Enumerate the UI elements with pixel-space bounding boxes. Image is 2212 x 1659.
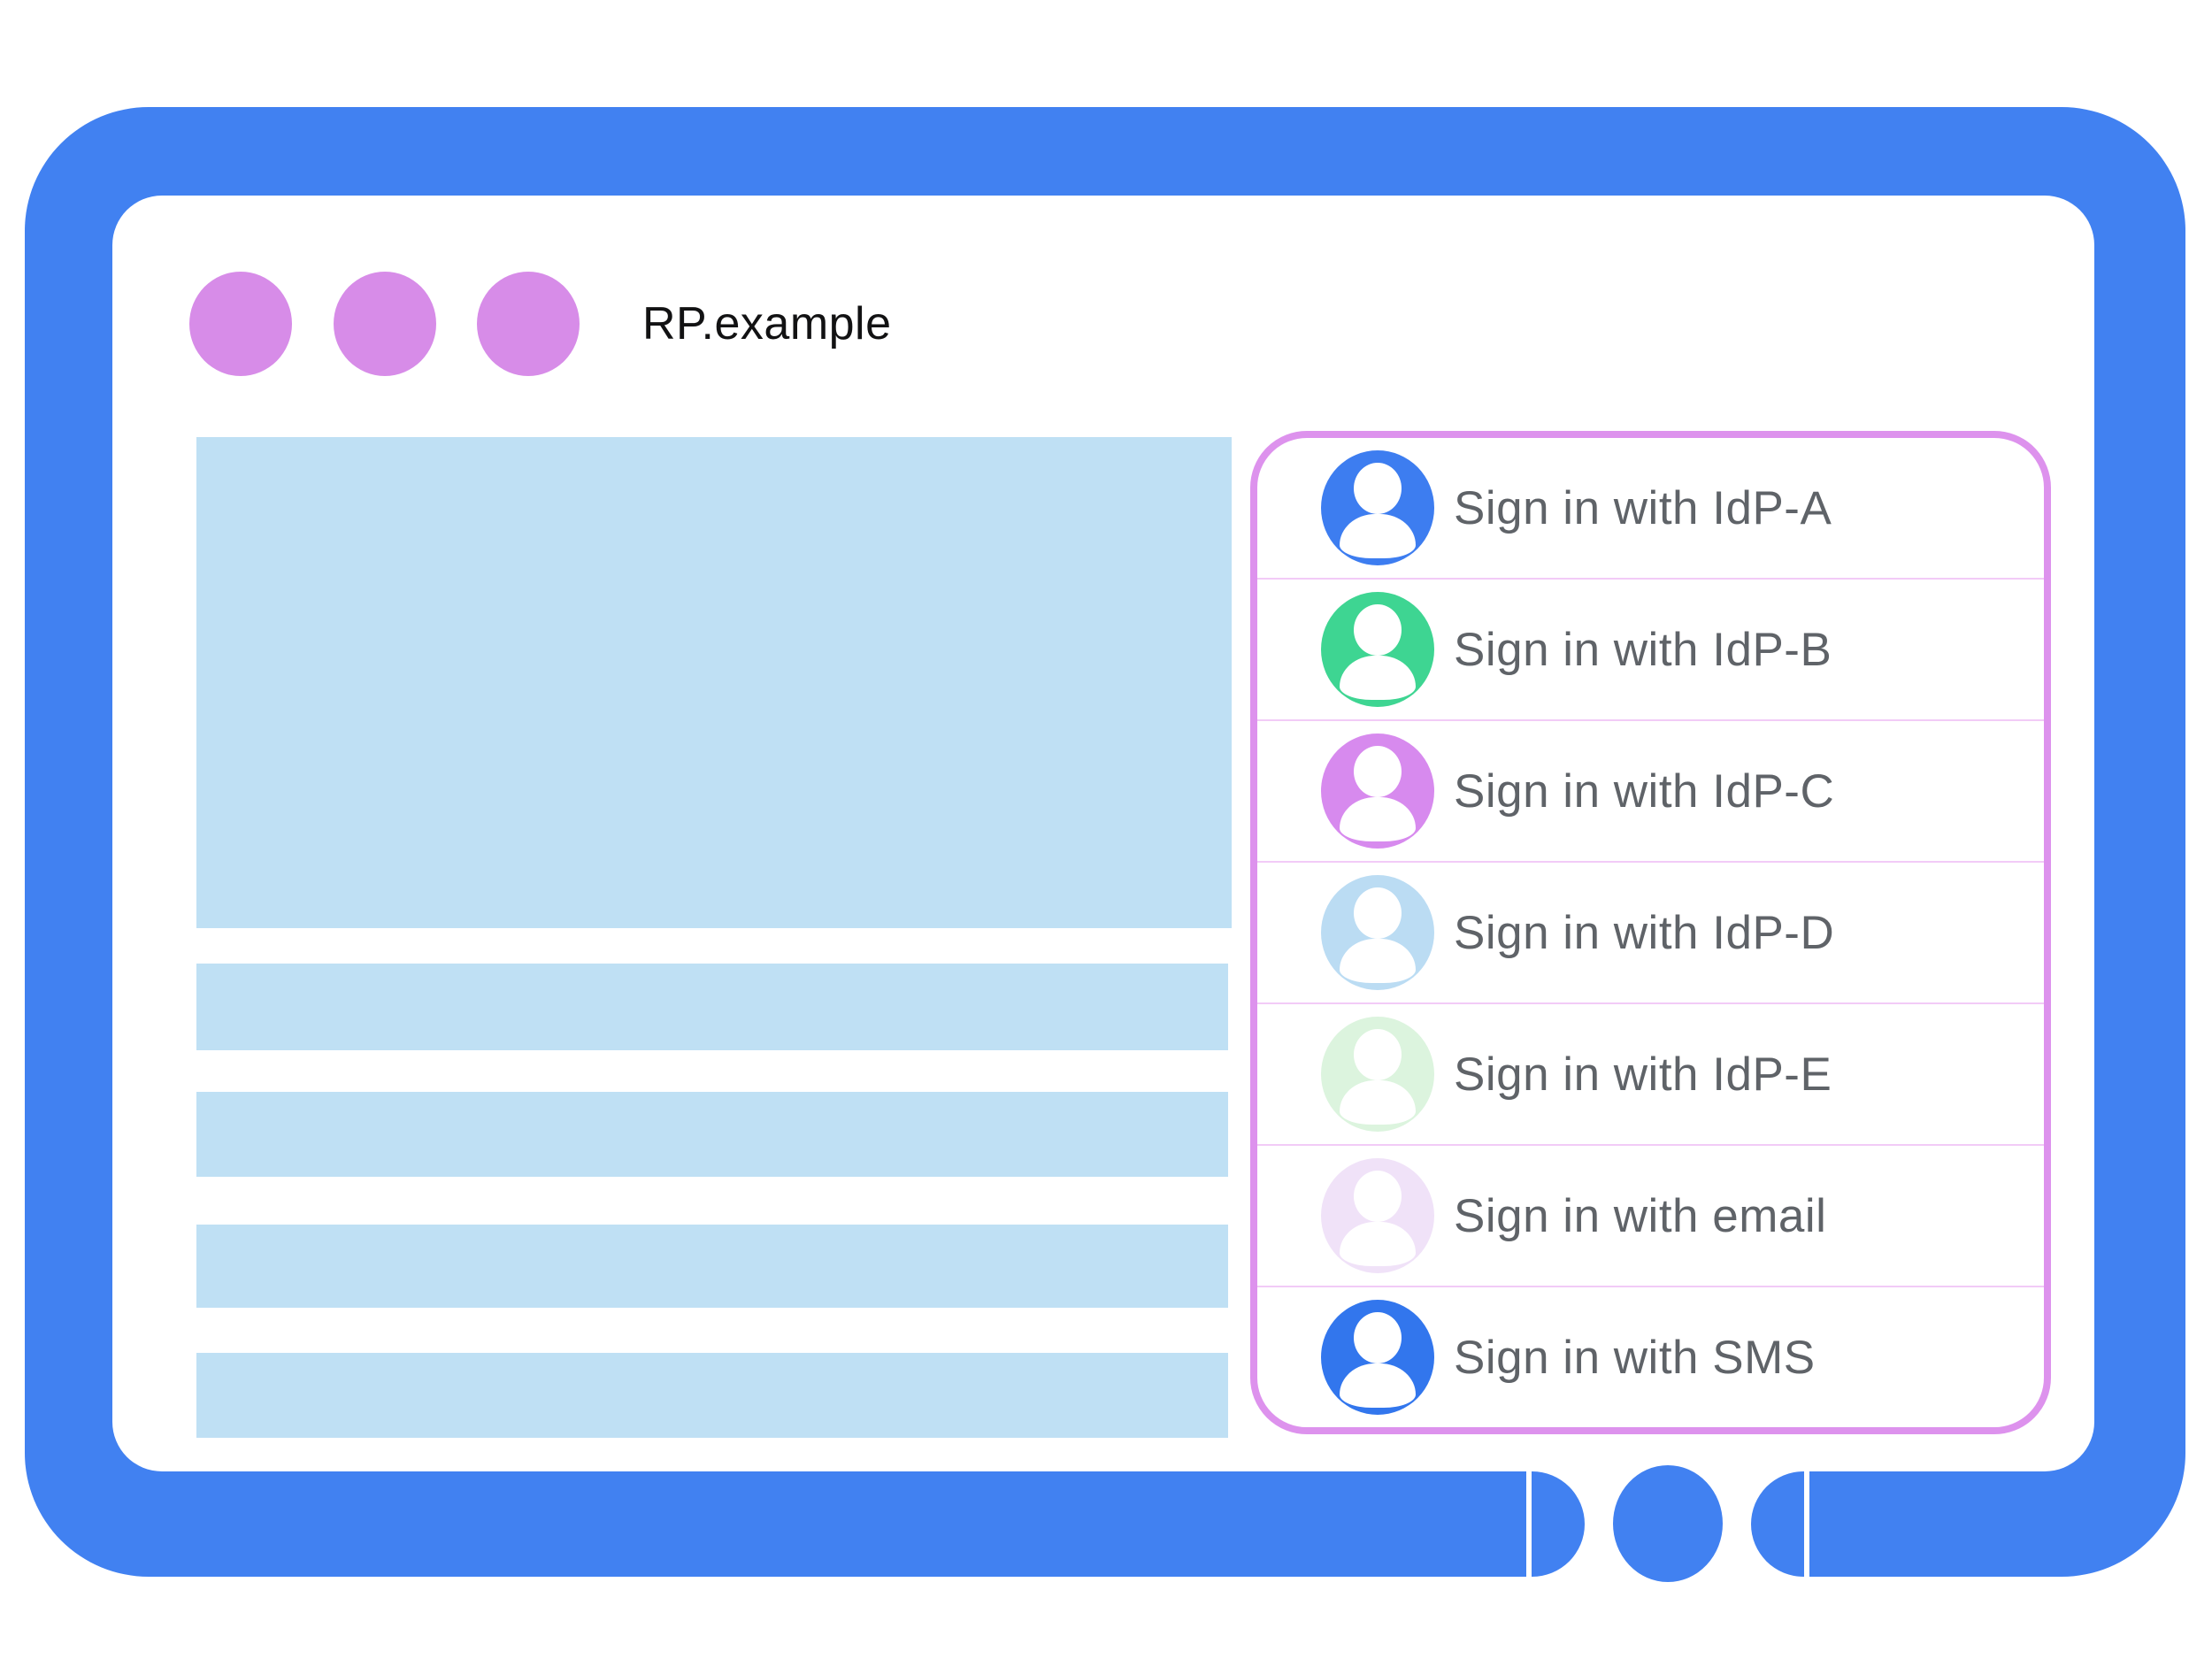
signin-option-label: Sign in with SMS bbox=[1454, 1331, 1816, 1384]
signin-option-row[interactable]: Sign in with IdP-D bbox=[1257, 861, 2044, 1002]
signin-option-row[interactable]: Sign in with IdP-C bbox=[1257, 719, 2044, 861]
person-shoulders-shape bbox=[1340, 939, 1416, 983]
signin-option-row[interactable]: Sign in with IdP-A bbox=[1257, 438, 2044, 578]
content-placeholder-hero bbox=[196, 437, 1232, 928]
person-shoulders-shape bbox=[1340, 1080, 1416, 1125]
person-head-shape bbox=[1354, 887, 1402, 939]
person-head-shape bbox=[1354, 1312, 1402, 1363]
window-control-dot-icon[interactable] bbox=[477, 272, 580, 376]
signin-option-label: Sign in with IdP-E bbox=[1454, 1048, 1832, 1101]
person-icon bbox=[1321, 875, 1434, 990]
person-head-shape bbox=[1354, 463, 1402, 514]
page-title: RP.example bbox=[642, 298, 892, 349]
signin-option-row[interactable]: Sign in with SMS bbox=[1257, 1286, 2044, 1427]
person-icon bbox=[1321, 1158, 1434, 1273]
signin-option-label: Sign in with IdP-B bbox=[1454, 623, 1832, 676]
person-shoulders-shape bbox=[1340, 656, 1416, 700]
person-head-shape bbox=[1354, 604, 1402, 656]
person-shoulders-shape bbox=[1340, 1363, 1416, 1408]
person-icon bbox=[1321, 733, 1434, 849]
signin-option-label: Sign in with email bbox=[1454, 1189, 1827, 1242]
signin-option-label: Sign in with IdP-A bbox=[1454, 481, 1832, 534]
person-shoulders-shape bbox=[1340, 514, 1416, 558]
signin-option-row[interactable]: Sign in with IdP-E bbox=[1257, 1002, 2044, 1144]
person-head-shape bbox=[1354, 746, 1402, 797]
signin-option-label: Sign in with IdP-C bbox=[1454, 764, 1835, 818]
person-icon bbox=[1321, 1300, 1434, 1415]
stand-circle-icon bbox=[1613, 1465, 1723, 1582]
person-shoulders-shape bbox=[1340, 1222, 1416, 1266]
window-control-dot-icon[interactable] bbox=[334, 272, 436, 376]
content-placeholder-bar bbox=[196, 964, 1228, 1050]
signin-option-label: Sign in with IdP-D bbox=[1454, 906, 1835, 959]
window-control-dot-icon[interactable] bbox=[189, 272, 292, 376]
person-icon bbox=[1321, 592, 1434, 707]
person-icon bbox=[1321, 1017, 1434, 1132]
content-placeholder-bar bbox=[196, 1353, 1228, 1438]
signin-option-row[interactable]: Sign in with IdP-B bbox=[1257, 578, 2044, 719]
signin-option-row[interactable]: Sign in with email bbox=[1257, 1144, 2044, 1286]
person-head-shape bbox=[1354, 1171, 1402, 1222]
person-shoulders-shape bbox=[1340, 797, 1416, 841]
content-placeholder-bar bbox=[196, 1225, 1228, 1308]
person-icon bbox=[1321, 450, 1434, 565]
person-head-shape bbox=[1354, 1029, 1402, 1080]
signin-dialog: Sign in with IdP-A Sign in with IdP-B Si… bbox=[1250, 431, 2051, 1434]
content-placeholder-bar bbox=[196, 1092, 1228, 1177]
